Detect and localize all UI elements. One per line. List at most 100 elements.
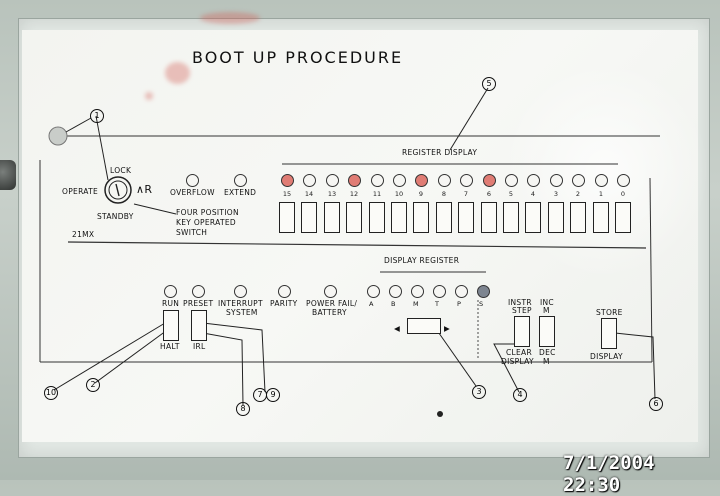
register-bit-switch[interactable] [324, 202, 340, 233]
register-bit-number: 7 [463, 190, 469, 198]
display-register-letter: M [413, 300, 419, 308]
display-register-label: DISPLAY REGISTER [384, 256, 460, 265]
register-bit-switch[interactable] [369, 202, 385, 233]
register-bit-number: 12 [349, 190, 359, 198]
display-register-lamp [455, 285, 468, 298]
register-bit-lamp [595, 174, 608, 187]
register-bit-lamp [281, 174, 294, 187]
register-bit-lamp [617, 174, 630, 187]
left-arrow: ◀ [394, 324, 401, 333]
register-select-switch[interactable] [407, 318, 441, 334]
store-label: STORE [596, 308, 623, 317]
register-bit-lamp [460, 174, 473, 187]
register-bit-switch[interactable] [481, 202, 497, 233]
page-title: BOOT UP PROCEDURE [192, 48, 404, 67]
store-display-switch[interactable] [601, 318, 617, 349]
register-bit-lamp [505, 174, 518, 187]
register-bit-switch[interactable] [436, 202, 452, 233]
run-halt-switch[interactable] [163, 310, 179, 341]
overflow-lamp [186, 174, 199, 187]
display-register-lamp [411, 285, 424, 298]
key-symbol: ∧R [136, 183, 153, 196]
register-bit-lamp [303, 174, 316, 187]
stain [200, 12, 260, 24]
register-bit-lamp [550, 174, 563, 187]
interrupt-label: INTERRUPT [218, 299, 263, 308]
irl-label: IRL [193, 342, 206, 351]
stain [145, 92, 153, 100]
register-bit-switch[interactable] [458, 202, 474, 233]
register-bit-lamp [527, 174, 540, 187]
halt-label: HALT [160, 342, 180, 351]
register-bit-switch[interactable] [570, 202, 586, 233]
power-fail-lamp [324, 285, 337, 298]
register-bit-switch[interactable] [525, 202, 541, 233]
callout-6: 6 [649, 397, 663, 411]
dec-label: DEC [539, 348, 556, 357]
register-bit-switch[interactable] [615, 202, 631, 233]
step-label: STEP [512, 306, 532, 315]
overflow-label: OVERFLOW [170, 188, 215, 197]
register-bit-switch[interactable] [413, 202, 429, 233]
register-bit-number: 14 [304, 190, 314, 198]
extend-label: EXTEND [224, 188, 257, 197]
register-bit-lamp [326, 174, 339, 187]
display-register-lamp [389, 285, 402, 298]
stain [165, 62, 190, 84]
callout-2: 2 [86, 378, 100, 392]
callout-1: 1 [90, 109, 104, 123]
parity-lamp [278, 285, 291, 298]
register-bit-number: 15 [282, 190, 292, 198]
preset-irl-switch[interactable] [191, 310, 207, 341]
display-register-letter: T [435, 300, 439, 308]
mounting-screw [0, 160, 16, 190]
register-bit-lamp [483, 174, 496, 187]
register-bit-switch[interactable] [503, 202, 519, 233]
run-label: RUN [162, 299, 180, 308]
note-line-2: KEY OPERATED [176, 218, 236, 227]
display-register-letter: S [479, 300, 484, 308]
instr-label: INSTR [508, 298, 532, 307]
callout-5: 5 [482, 77, 496, 91]
note-line-3: SWITCH [176, 228, 208, 237]
light-glare [500, 60, 710, 280]
interrupt-lamp [234, 285, 247, 298]
register-bit-switch[interactable] [346, 202, 362, 233]
display-register-letter: A [369, 300, 374, 308]
inc-m-label: M [543, 306, 550, 315]
register-bit-number: 8 [441, 190, 447, 198]
register-bit-number: 3 [553, 190, 559, 198]
register-bit-number: 1 [598, 190, 604, 198]
register-bit-switch[interactable] [391, 202, 407, 233]
callout-4: 4 [513, 388, 527, 402]
timestamp: 7/1/2004 22:30 [563, 452, 655, 496]
register-bit-number: 4 [530, 190, 536, 198]
register-bit-number: 9 [418, 190, 424, 198]
register-bit-number: 2 [575, 190, 581, 198]
callout-7: 7 [253, 388, 267, 402]
photo-frame: BOOT UP PROCEDURE LOCK OPERATE ∧R STANDB… [0, 12, 710, 496]
right-arrow: ▶ [444, 324, 451, 333]
preset-lamp [192, 285, 205, 298]
register-bit-number: 11 [372, 190, 382, 198]
callout-3: 3 [472, 385, 486, 399]
clear-label: CLEAR [506, 348, 532, 357]
note-line-1: FOUR POSITION [176, 208, 239, 217]
callout-9: 9 [266, 388, 280, 402]
register-bit-switch[interactable] [593, 202, 609, 233]
register-bit-switch[interactable] [548, 202, 564, 233]
register-bit-number: 5 [508, 190, 514, 198]
instr-step-switch[interactable] [514, 316, 530, 347]
register-bit-switch[interactable] [279, 202, 295, 233]
register-bit-lamp [393, 174, 406, 187]
system-label: SYSTEM [226, 308, 258, 317]
inc-label: INC [540, 298, 554, 307]
display-register-lamp [433, 285, 446, 298]
inc-dec-switch[interactable] [539, 316, 555, 347]
display-label: DISPLAY [590, 352, 623, 361]
extend-lamp [234, 174, 247, 187]
dec-m-label: M [543, 357, 550, 366]
callout-8: 8 [236, 402, 250, 416]
lock-label: LOCK [110, 166, 132, 175]
register-bit-switch[interactable] [301, 202, 317, 233]
